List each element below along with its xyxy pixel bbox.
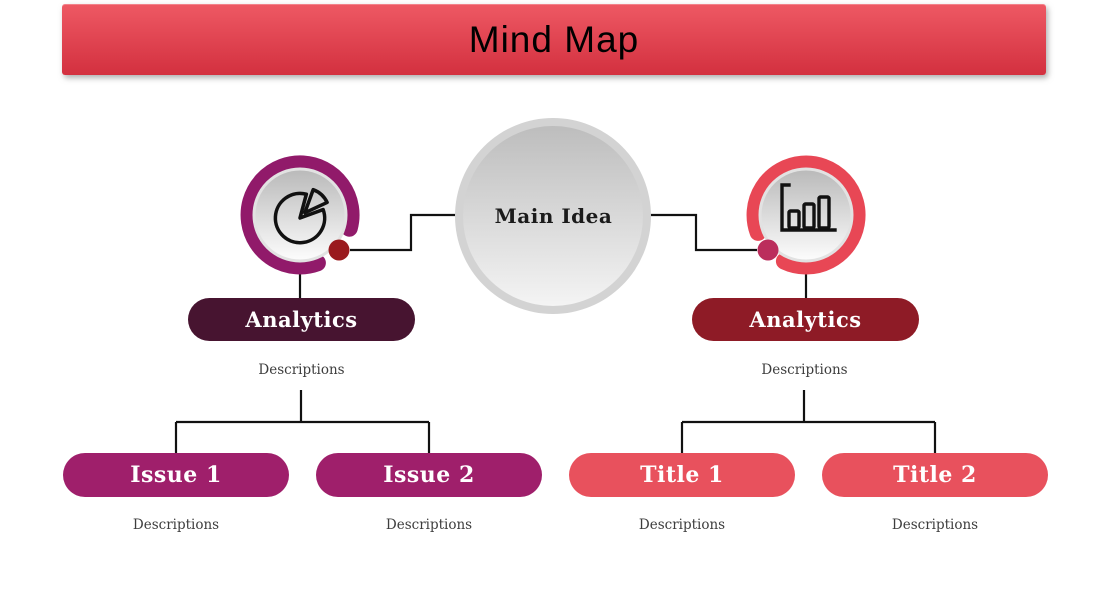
- main-idea-label: Main Idea: [494, 204, 613, 228]
- main-idea-node[interactable]: [455, 118, 651, 314]
- child-label: Issue 2: [383, 462, 475, 488]
- left-connector-dot: [328, 239, 350, 261]
- left-branch-node[interactable]: [240, 155, 360, 275]
- right-branch-label: Analytics: [749, 307, 862, 332]
- right-branch-description: Descriptions: [761, 362, 848, 378]
- child-description: Descriptions: [132, 517, 220, 533]
- right-connector-dot: [757, 239, 779, 261]
- child-label: Title 1: [640, 462, 724, 488]
- pie-chart-icon: [273, 187, 329, 245]
- child-pill-issue-2[interactable]: Issue 2: [316, 453, 542, 497]
- child-description: Descriptions: [891, 517, 979, 533]
- child-label: Title 2: [893, 462, 977, 488]
- connector-lines: [174, 213, 937, 453]
- left-branch-label: Analytics: [245, 307, 358, 332]
- child-pill-title-2[interactable]: Title 2: [822, 453, 1048, 497]
- right-branch-node[interactable]: [746, 155, 866, 275]
- left-branch-description: Descriptions: [258, 362, 345, 378]
- child-label: Issue 1: [130, 462, 222, 488]
- child-description: Descriptions: [638, 517, 726, 533]
- left-branch-pill[interactable]: Analytics: [188, 298, 415, 341]
- right-branch-pill[interactable]: Analytics: [692, 298, 919, 341]
- page-title: Mind Map: [468, 18, 640, 60]
- bar-chart-icon: [780, 183, 837, 232]
- child-pill-title-1[interactable]: Title 1: [569, 453, 795, 497]
- child-description: Descriptions: [385, 517, 473, 533]
- header-banner: Mind Map: [62, 4, 1046, 75]
- child-pill-issue-1[interactable]: Issue 1: [63, 453, 289, 497]
